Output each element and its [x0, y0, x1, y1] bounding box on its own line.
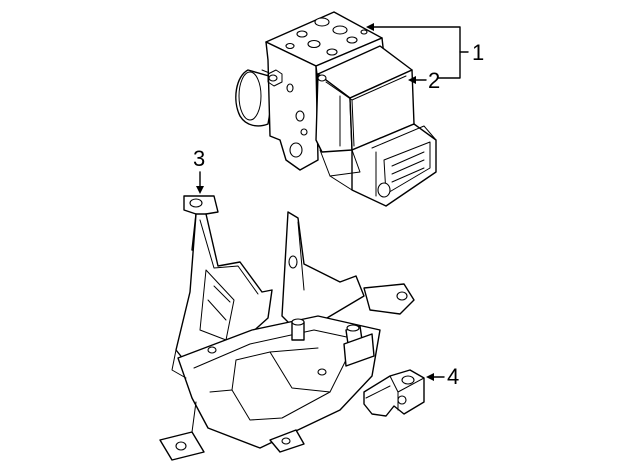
- callout-leaders: [196, 23, 469, 381]
- mounting-bracket: [159, 195, 415, 461]
- abs-modulator-assembly: [235, 11, 437, 207]
- callout-4-label: 4: [447, 364, 459, 389]
- retainer-clip: [363, 369, 425, 417]
- control-module: [315, 45, 437, 207]
- callout-2-label: 2: [428, 68, 440, 93]
- callout-1-label: 1: [472, 40, 484, 65]
- callout-3-label: 3: [193, 146, 205, 171]
